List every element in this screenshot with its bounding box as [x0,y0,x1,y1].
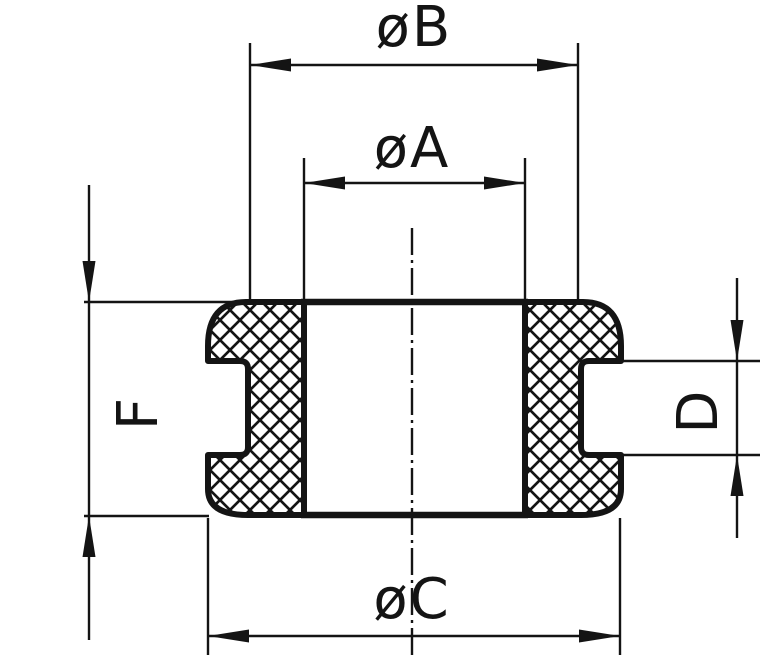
dim-c-label: øC [373,567,450,632]
dimension-dia-b: øB [248,0,580,300]
dim-c-arrow-left [208,629,249,643]
dim-f-arrow-bottom [82,516,96,557]
dim-c-arrow-right [579,629,620,643]
dim-f-label: F [106,396,171,430]
dim-b-arrow-left [250,58,291,72]
dim-d-arrow-top [730,320,744,361]
dim-d-arrow-bottom [730,455,744,496]
dim-a-arrow-left [304,176,345,190]
dimension-dia-a: øA [302,116,527,300]
dim-b-arrow-right [537,58,578,72]
dim-d-label: D [666,388,731,433]
dimension-height-f: F [82,185,246,640]
dim-b-label: øB [376,0,453,60]
dim-f-arrow-top [82,261,96,302]
dimension-dia-c: øC [206,518,622,655]
grommet-body [205,298,624,519]
dim-a-arrow-right [484,176,525,190]
dimension-groove-d: D [621,278,760,538]
left-flange-section [205,299,307,518]
dim-a-label: øA [374,116,451,181]
right-flange-section [522,299,624,518]
